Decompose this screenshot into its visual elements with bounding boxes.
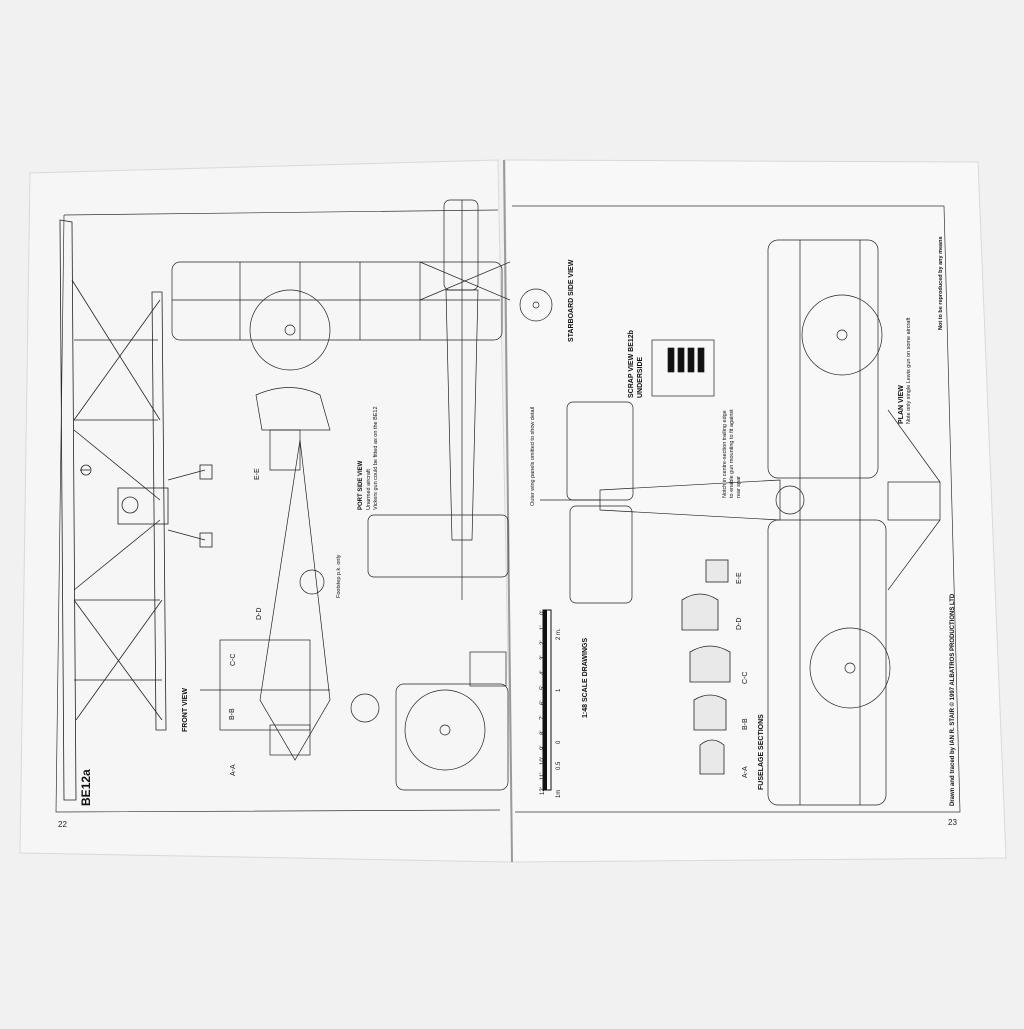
scale-ft-tick: 11' bbox=[540, 772, 546, 780]
fuselage-sections-drawing bbox=[681, 559, 731, 775]
notch-note-2: to enable gun mounting to fit against bbox=[729, 409, 735, 498]
scale-bar bbox=[542, 609, 552, 791]
section-label-cc: C-C bbox=[742, 671, 749, 684]
plan-view-drawing bbox=[540, 239, 941, 806]
port-side-drawing bbox=[200, 387, 380, 761]
scale-m-tick: 0.5 bbox=[556, 761, 562, 770]
scale-ft-tick: 10' bbox=[540, 757, 546, 765]
left-page-number: 22 bbox=[58, 820, 67, 829]
scale-ft-tick: 5' bbox=[540, 685, 546, 690]
scrap-view-drawing bbox=[651, 339, 715, 397]
scrap-view-sub: UNDERSIDE bbox=[637, 356, 644, 398]
outer-wing-note: Outer wing panels omitted to show detail bbox=[530, 406, 536, 506]
port-side-note1: Unarmed aircraft bbox=[366, 469, 372, 510]
section-mark-cc: C-C bbox=[230, 653, 237, 666]
aircraft-title: BE12a bbox=[79, 769, 93, 806]
scale-ft-tick: 3' bbox=[540, 655, 546, 660]
fuselage-sections-title: FUSELAGE SECTIONS bbox=[758, 714, 765, 790]
scale-ft-tick: 9' bbox=[540, 745, 546, 750]
notch-note-3: rear spar bbox=[736, 475, 742, 498]
wing-drawing-upper bbox=[171, 261, 503, 371]
port-side-note2: Vickers gun could be fitted as on the BE… bbox=[373, 406, 379, 510]
plan-view-note: Note only single Lewis gun on some aircr… bbox=[906, 317, 912, 424]
scale-ft-tick: 4' bbox=[540, 670, 546, 675]
scale-ft-tick: 0' bbox=[540, 610, 546, 615]
scale-ft-tick: 1' bbox=[540, 625, 546, 630]
scale-m-tick: 1 bbox=[556, 688, 562, 692]
scale-ft-tick: 12' bbox=[540, 787, 546, 795]
scale-m-tick: 1m bbox=[556, 789, 562, 798]
scrap-view-title: SCRAP VIEW BE12b bbox=[628, 330, 635, 398]
section-label-bb: B-B bbox=[742, 718, 749, 730]
section-label-aa: A-A bbox=[742, 766, 749, 778]
scale-ft-tick: 2' bbox=[540, 640, 546, 645]
notch-note-1: Notch in centre-section trailing edge bbox=[722, 410, 728, 498]
front-view-drawing bbox=[59, 219, 213, 801]
starboard-title: STARBOARD SIDE VIEW bbox=[568, 259, 575, 342]
section-mark-dd: D-D bbox=[256, 607, 263, 620]
port-side-title: PORT SIDE VIEW bbox=[358, 460, 364, 510]
scale-ft-tick: 6' bbox=[540, 700, 546, 705]
lower-wing-drawing bbox=[395, 651, 509, 791]
scale-title: 1:48 SCALE DRAWINGS bbox=[582, 637, 589, 718]
right-page bbox=[504, 159, 1007, 863]
section-mark-bb: B-B bbox=[229, 708, 236, 720]
section-label-ee: E-E bbox=[736, 572, 743, 584]
left-frame-top bbox=[63, 209, 499, 216]
left-page bbox=[19, 159, 513, 863]
fuselage-plan-drawing bbox=[367, 199, 553, 600]
scale-m-tick: 0 bbox=[556, 740, 562, 744]
spine-shadow bbox=[503, 159, 513, 863]
right-frame bbox=[512, 205, 961, 813]
section-mark-ee: E-E bbox=[254, 468, 261, 480]
scale-ft-tick: 8' bbox=[540, 730, 546, 735]
section-mark-aa: A-A bbox=[230, 764, 237, 776]
section-label-dd: D-D bbox=[736, 617, 743, 630]
scale-ft-tick: 7' bbox=[540, 715, 546, 720]
credit-line: Drawn and traced by IAN R. STAIR © 1997 … bbox=[950, 593, 956, 806]
footstep-note: Footstep p.k. only bbox=[336, 554, 342, 598]
scale-m-tick: 2 m. bbox=[556, 628, 562, 640]
plan-view-title: PLAN VIEW bbox=[898, 385, 905, 424]
copyright-note: Not to be reproduced by any means bbox=[938, 236, 944, 330]
right-page-number: 23 bbox=[948, 818, 957, 827]
front-view-label: FRONT VIEW bbox=[182, 688, 189, 732]
